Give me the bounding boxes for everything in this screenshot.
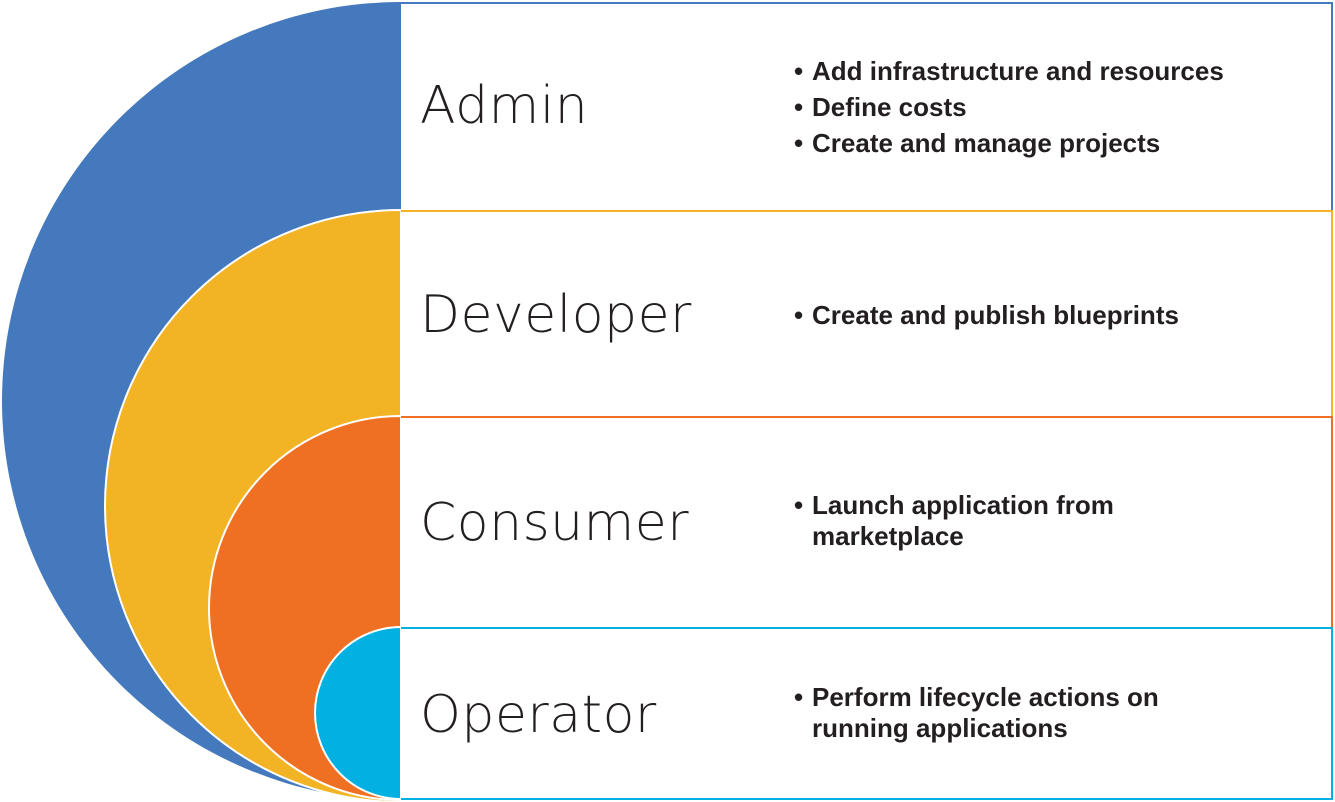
operator-arc [314,625,402,801]
bullet-item: Create and manage projects [794,125,1314,161]
role-title-consumer: Consumer [420,493,690,553]
role-title-developer: Developer [420,285,692,345]
bullet-item: Perform lifecycle actions on running app… [794,682,1224,744]
bullet-list-operator: Perform lifecycle actions on running app… [794,682,1224,744]
bullet-item: Define costs [794,89,1314,125]
bullet-item: Launch application from marketplace [794,490,1224,552]
row-admin: Admin Add infrastructure and resources D… [401,2,1333,212]
role-title-operator: Operator [420,685,657,745]
bullet-list-developer: Create and publish blueprints [794,297,1314,333]
bullet-list-consumer: Launch application from marketplace [794,490,1224,552]
row-consumer: Consumer Launch application from marketp… [401,416,1333,629]
bullet-item: Create and publish blueprints [794,297,1314,333]
bullet-list-admin: Add infrastructure and resources Define … [794,53,1314,161]
bullet-item: Add infrastructure and resources [794,53,1314,89]
role-title-admin: Admin [420,76,589,136]
row-operator: Operator Perform lifecycle actions on ru… [401,627,1333,800]
row-developer: Developer Create and publish blueprints [401,210,1333,419]
